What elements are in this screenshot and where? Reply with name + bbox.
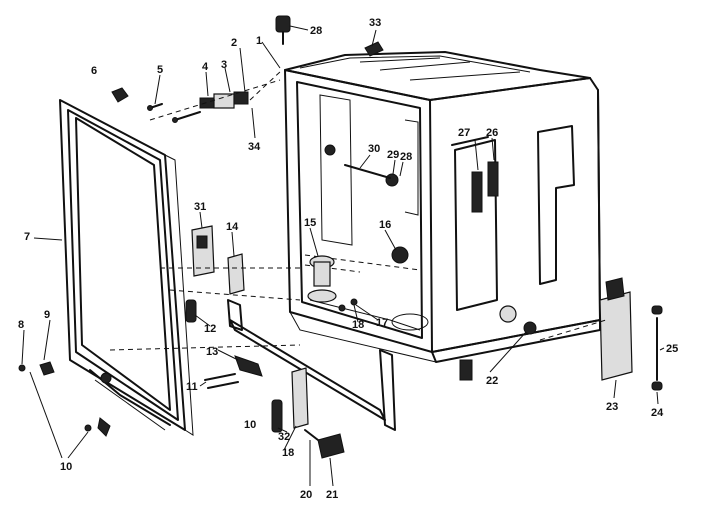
callout-18-upper: 18 [352,319,364,331]
part-12-spring [185,299,197,323]
part-20-21-switch [304,429,345,459]
leader-lines [21,25,665,487]
callout-21: 21 [326,489,338,501]
part-5-screw [147,103,163,111]
part-11-screws [204,373,239,389]
callout-30: 30 [368,143,380,155]
callout-8: 8 [18,319,24,331]
callout-6: 6 [91,65,97,77]
callout-34: 34 [248,141,261,153]
part-13-lever [234,355,263,377]
part-18-17-bracket [338,298,358,312]
part-14-bracket [227,253,245,295]
callout-25: 25 [666,343,678,355]
callout-27: 27 [458,127,470,139]
callout-labels: 1 2 3 4 5 6 7 8 9 10 10 11 12 13 14 15 1… [18,17,678,501]
callout-20: 20 [300,489,312,501]
callout-13: 13 [206,346,218,358]
callout-28-top: 28 [310,25,322,37]
part-32-bracket [291,367,309,429]
callout-9: 9 [44,309,50,321]
callout-33: 33 [369,17,381,29]
door-assembly [59,99,194,436]
part-15-spray-hub [307,255,337,303]
dishwasher-tub [284,51,601,363]
callout-22: 22 [486,375,498,387]
callout-2: 2 [231,37,237,49]
callout-32: 32 [278,431,290,443]
part-28-spring [275,15,291,45]
callout-4: 4 [202,61,209,73]
callout-1: 1 [256,35,262,47]
part-29-30-fill [324,144,399,187]
part-19-spring [271,399,283,433]
part-6-knob [111,87,129,103]
callout-15: 15 [304,217,316,229]
callout-18-lower: 18 [282,447,294,459]
part-24-25-rod [651,305,663,391]
callout-26: 26 [486,127,498,139]
callout-16: 16 [379,219,391,231]
callout-11: 11 [186,381,198,393]
callout-7: 7 [24,231,30,243]
callout-14: 14 [226,221,239,233]
part-latch-34 [172,91,249,123]
callout-3: 3 [221,59,227,71]
part-26-27-vent [471,161,499,213]
part-16-nut [391,246,409,264]
part-31-bracket [191,225,215,277]
callout-5: 5 [157,64,163,76]
callout-29: 29 [387,149,399,161]
callout-12: 12 [204,323,216,335]
callout-23: 23 [606,401,618,413]
callout-10-left: 10 [60,461,72,473]
part-23-panel [599,277,633,381]
part-33-clip [364,41,384,57]
callout-24: 24 [651,407,664,419]
callout-28-mid: 28 [400,151,412,163]
part-8-9-door-hardware [18,361,112,437]
assembly-lines [109,69,607,351]
part-22-drain [459,305,537,381]
callout-17: 17 [376,317,388,329]
callout-10-right: 10 [244,419,256,431]
hinge-arm [227,299,396,431]
callout-31: 31 [194,201,206,213]
